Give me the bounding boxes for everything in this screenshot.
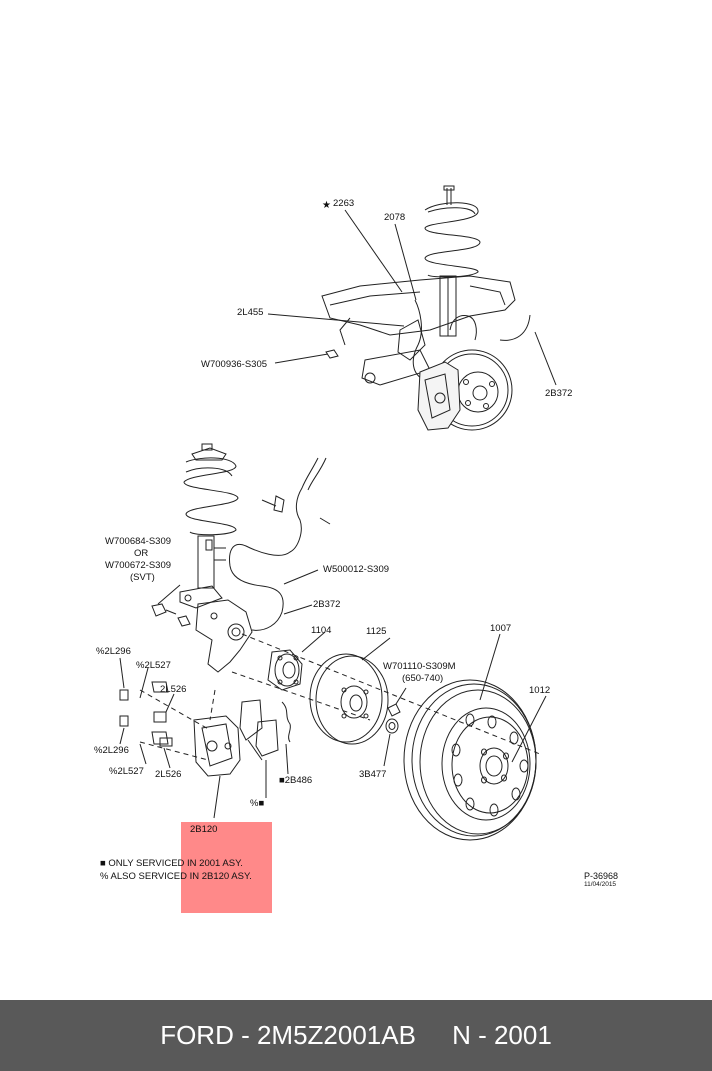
label-or: OR [134, 548, 148, 559]
parts-diagram: ★ 2263 2078 2L455 W700936-S305 2B372 W70… [94, 185, 572, 841]
label-3B477: 3B477 [359, 769, 386, 780]
label-2L526-upper: 2L526 [160, 684, 186, 695]
upper-suspension-assembly [267, 185, 557, 431]
label-2L455: 2L455 [237, 307, 263, 318]
label-1125: 1125 [366, 626, 386, 637]
footer-bar: FORD - 2M5Z2001AB N - 2001 [0, 1000, 712, 1071]
highlight-box [181, 822, 272, 913]
label-1012: 1012 [529, 685, 550, 696]
note-also-serviced: % ALSO SERVICED IN 2B120 ASY. [100, 871, 252, 882]
label-2L527-lower: %2L527 [109, 766, 144, 777]
label-W700672-S309: W700672-S309 [105, 560, 171, 571]
label-W700684-S309: W700684-S309 [105, 536, 171, 547]
label-2L526-lower: 2L526 [155, 769, 181, 780]
note-only-serviced: ■ ONLY SERVICED IN 2001 ASY. [100, 858, 243, 869]
label-2B120: 2B120 [190, 824, 217, 835]
footer-part-number: FORD - 2M5Z2001AB N - 2001 [160, 1020, 552, 1050]
label-2263: 2263 [333, 198, 354, 209]
label-1104: 1104 [311, 625, 331, 636]
star-icon: ★ [322, 200, 331, 211]
label-2078: 2078 [384, 212, 405, 223]
reference-date: 11/04/2015 [584, 881, 616, 888]
label-percent-square: %■ [250, 798, 264, 809]
label-2L296-lower: %2L296 [94, 745, 129, 756]
label-2L296-upper: %2L296 [96, 646, 131, 657]
label-svt: (SVT) [130, 572, 155, 583]
lower-brake-assembly [119, 443, 547, 841]
label-W500012-S309: W500012-S309 [323, 564, 389, 575]
label-2L527-upper: %2L527 [136, 660, 171, 671]
label-2B486: ■2B486 [279, 775, 312, 786]
label-1007: 1007 [490, 623, 511, 634]
overlay-text: 2B120 ■ ONLY SERVICED IN 2001 ASY. % ALS… [100, 824, 618, 888]
label-W701110-S309M: W701110-S309M [383, 661, 456, 672]
label-torque-range: (650-740) [402, 673, 443, 684]
reference-code: P-36968 [584, 871, 618, 881]
label-2B372-lower: 2B372 [313, 599, 340, 610]
label-W700936-S305: W700936-S305 [201, 359, 267, 370]
label-2B372-upper: 2B372 [545, 388, 572, 399]
